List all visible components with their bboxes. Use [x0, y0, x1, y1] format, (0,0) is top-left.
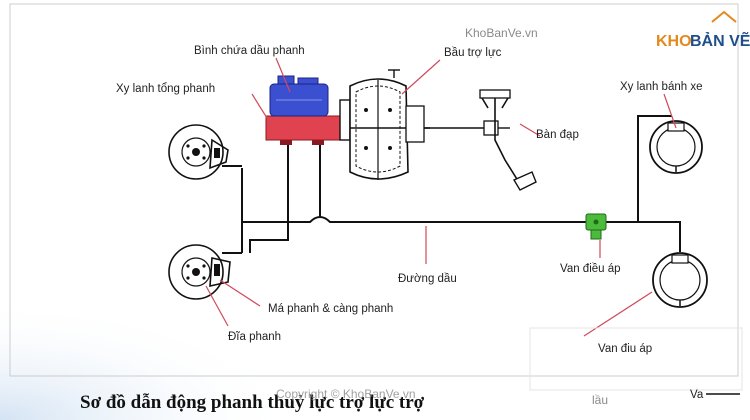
rear-left-disc-brake: [168, 244, 231, 300]
label-pads-caliper: Má phanh & càng phanh: [268, 303, 393, 315]
front-left-disc-brake: [168, 124, 229, 180]
overlay-slide-fragment: [529, 327, 743, 391]
label-brake-fluid-reservoir: Bình chứa dầu phanh: [194, 45, 305, 57]
leader-lines: [205, 57, 677, 337]
rear-right-drum-brake: [652, 252, 708, 308]
label-wheel-cylinder: Xy lanh bánh xe: [620, 81, 702, 93]
logo: KHO BẢN VẼ: [656, 10, 750, 50]
copyright-watermark: Copyright © KhoBanVe.vn: [276, 387, 416, 401]
brake-fluid-reservoir: [269, 75, 329, 117]
fragment-va: Va: [690, 389, 704, 401]
brake-lines: [222, 115, 681, 254]
vacuum-brake-booster: [339, 69, 430, 180]
watermark-top: KhoBanVe.vn: [465, 26, 538, 40]
label-pressure-valve-2: Van điu áp: [598, 343, 652, 355]
master-cylinder: [265, 115, 347, 145]
logo-text-kho: KHO: [656, 33, 692, 50]
label-brake-pedal: Bàn đạp: [536, 129, 579, 141]
fragment-lau: lầu: [592, 393, 608, 407]
label-brake-disc: Đĩa phanh: [228, 331, 281, 343]
figure-frame: [9, 3, 739, 377]
label-pressure-valve: Van điều áp: [560, 263, 621, 275]
background-glow: [0, 300, 300, 420]
label-master-cylinder: Xy lanh tổng phanh: [116, 83, 215, 95]
brake-pedal-assembly: [424, 89, 537, 191]
label-brake-booster: Bầu trợ lực: [444, 47, 502, 59]
pressure-regulating-valve: [585, 213, 607, 240]
front-right-drum-brake: [649, 120, 703, 174]
logo-text-banve: BẢN VẼ: [690, 30, 750, 50]
label-oil-line: Đường dầu: [398, 273, 457, 285]
diagram-caption: Sơ đồ dẫn động phanh thuỷ lực trợ lực tr…: [80, 392, 425, 413]
